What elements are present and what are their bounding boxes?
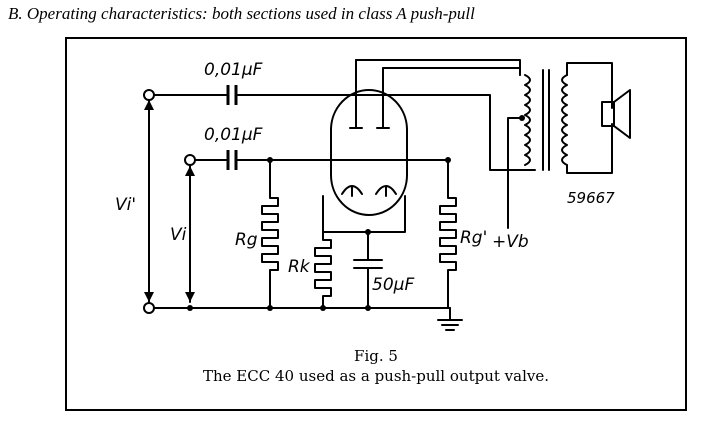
label-vb: +Vb — [492, 232, 529, 252]
resistor-rg — [261, 159, 279, 309]
terminal-bottom — [143, 302, 155, 314]
label-vi-prime: Vi' — [115, 195, 136, 215]
section-heading: B. Operating characteristics: both secti… — [8, 4, 475, 23]
figure-frame — [65, 37, 687, 411]
wire-plate-2 — [382, 67, 521, 76]
transformer-secondary — [561, 74, 568, 166]
valve-envelope — [330, 89, 408, 216]
figure-caption: The ECC 40 used as a push-pull output va… — [203, 367, 549, 385]
wire-cathode — [322, 195, 406, 261]
label-cap-top: 0,01µF — [204, 60, 263, 80]
terminal-top — [143, 89, 155, 101]
terminal-mid — [184, 154, 196, 166]
loudspeaker — [601, 89, 631, 139]
transformer-primary — [524, 74, 531, 166]
label-cap-mid: 0,01µF — [204, 125, 263, 145]
resistor-rk — [314, 231, 332, 309]
label-rg: Rg — [235, 230, 258, 250]
label-vi: Vi — [170, 225, 187, 245]
ground-symbol — [437, 307, 463, 331]
cap-cathode — [353, 259, 383, 309]
transformer-core — [542, 69, 550, 171]
wire-vb — [507, 117, 523, 229]
label-rk: Rk — [288, 257, 311, 277]
wire-speaker — [566, 62, 613, 174]
wire-input-top — [148, 94, 536, 171]
resistor-rg-prime — [439, 159, 457, 309]
valve-cathodes — [341, 185, 397, 197]
valve-anodes — [349, 59, 390, 129]
cap-input-top — [226, 85, 238, 105]
label-ref-number: 59667 — [567, 189, 615, 207]
cap-input-mid — [226, 150, 238, 170]
label-rg-prime: Rg' — [460, 228, 487, 248]
figure-number: Fig. 5 — [354, 347, 398, 365]
label-cap-cathode: 50µF — [372, 275, 414, 295]
